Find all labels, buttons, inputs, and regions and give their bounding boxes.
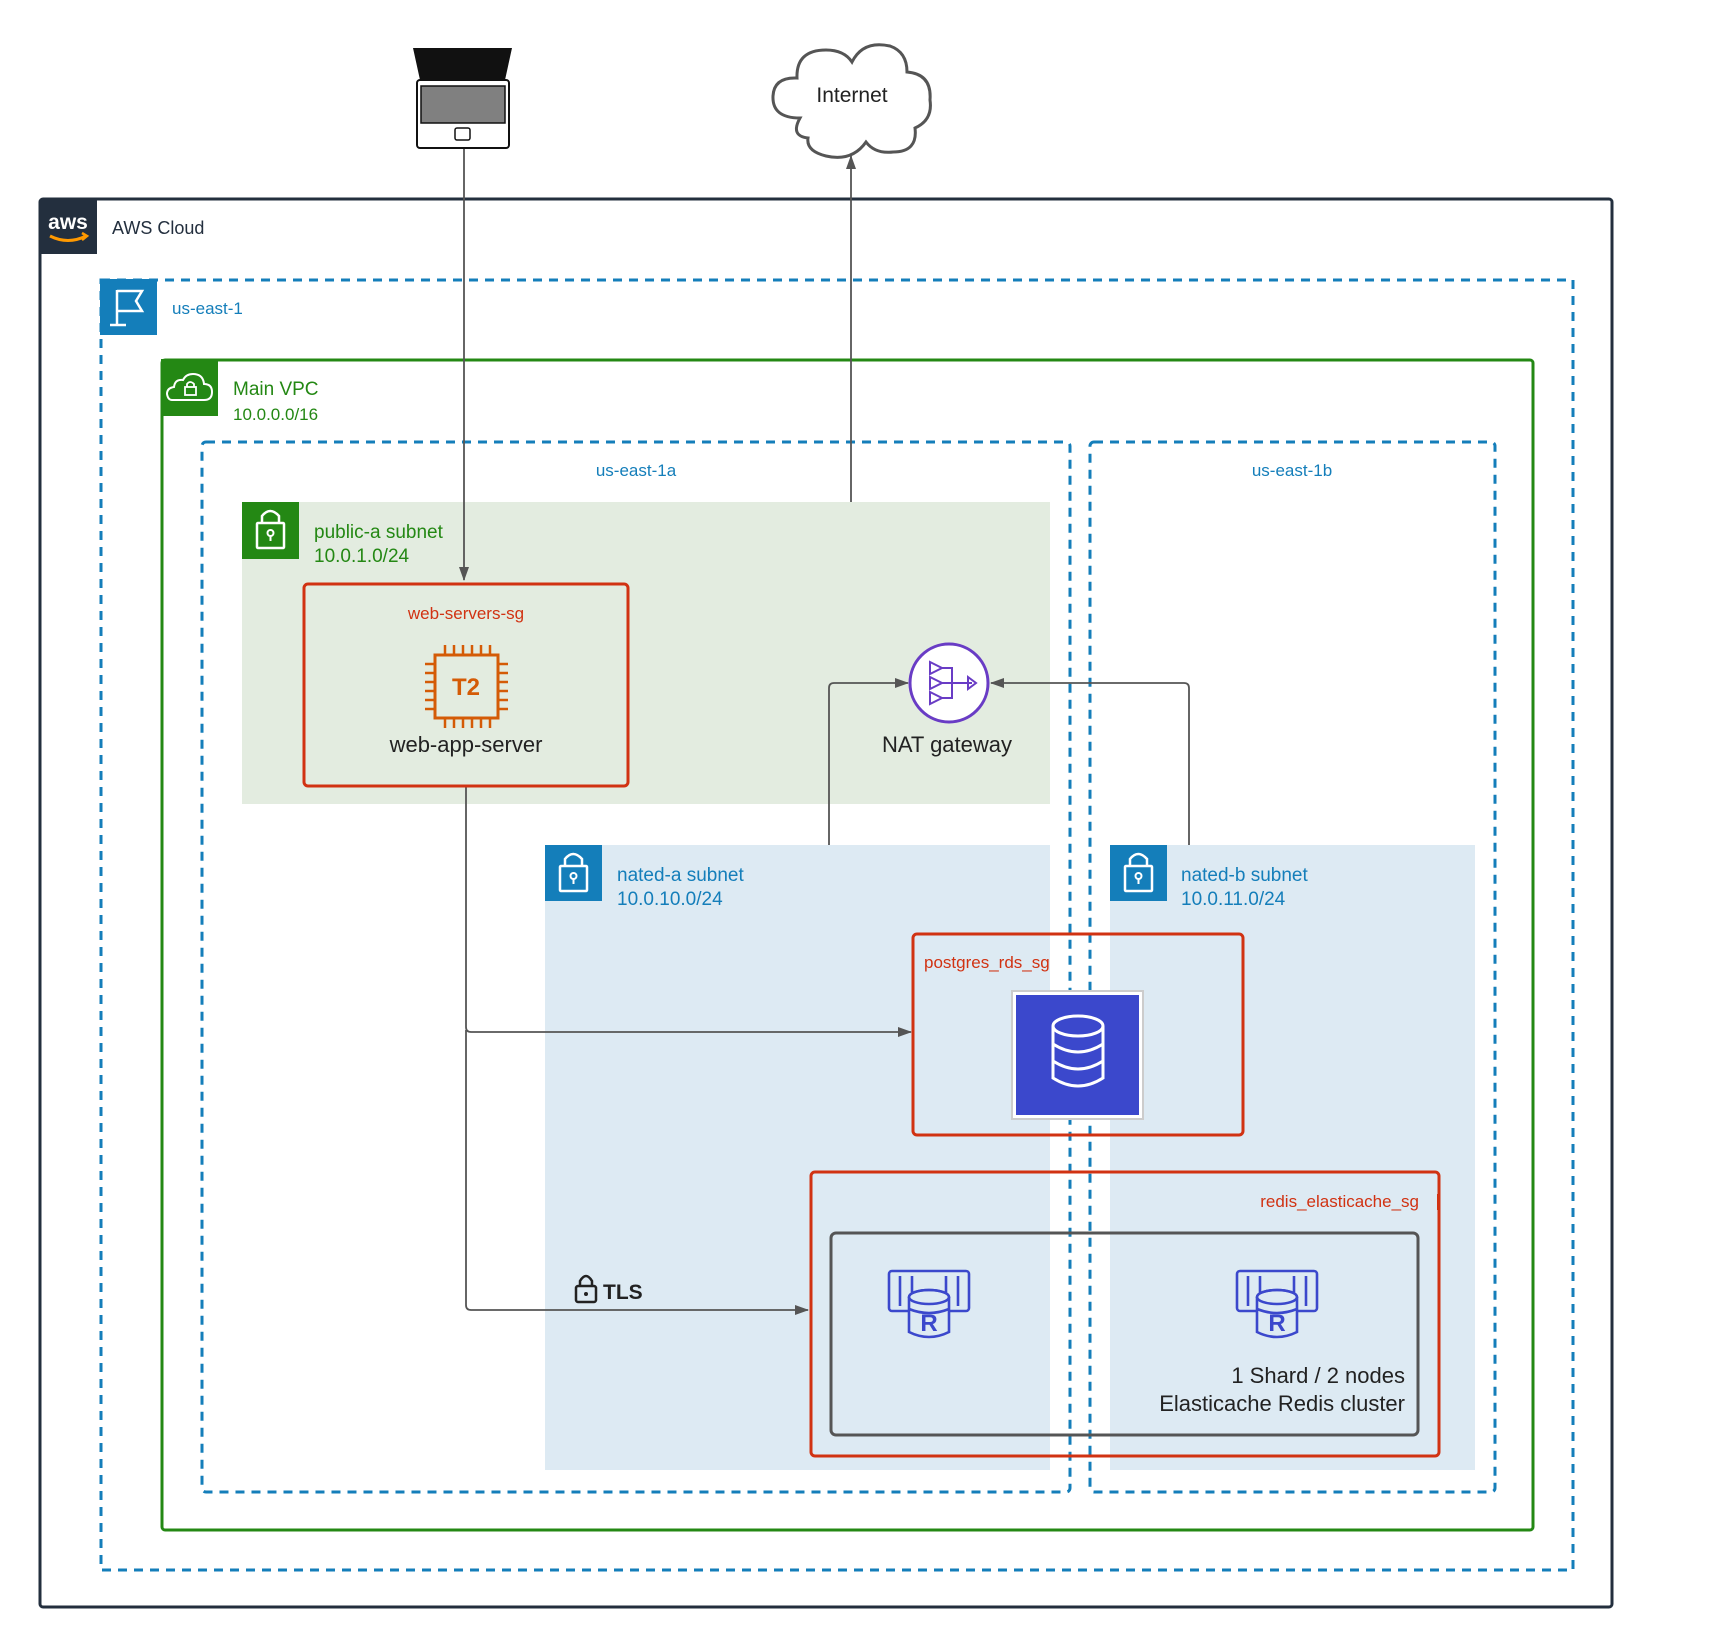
az-b-label: us-east-1b: [1252, 461, 1332, 480]
aws-cloud-group: aws AWS Cloud: [38, 197, 1614, 1609]
nated-a-subnet-cidr: 10.0.10.0/24: [617, 889, 723, 910]
nated-b-subnet-name: nated-b subnet: [1181, 865, 1308, 886]
edge-nated-b-to-nat: [990, 678, 1190, 845]
laptop-icon: [413, 48, 512, 149]
az-a-label: us-east-1a: [596, 461, 677, 480]
tls-lock-icon: [574, 1274, 598, 1304]
nat-gateway-label: NAT gateway: [882, 732, 1012, 757]
vpc-cloud-lock-icon: [161, 359, 218, 416]
web-servers-sg-label: web-servers-sg: [407, 604, 524, 623]
redis-cluster-group: 1 Shard / 2 nodes Elasticache Redis clus…: [829, 1231, 1420, 1437]
aws-cloud-label: AWS Cloud: [112, 218, 204, 238]
rds-database-icon: [1011, 990, 1144, 1120]
ec2-instance-icon: T2: [425, 645, 508, 728]
nated-b-subnet: nated-b subnet 10.0.11.0/24: [1110, 845, 1475, 1470]
nat-gateway-icon: [908, 642, 990, 724]
elasticache-redis-icon: R: [887, 1269, 971, 1339]
edge-web-to-postgres: [465, 786, 912, 1037]
nated-b-subnet-lock-icon: [1110, 845, 1167, 901]
tls-label: TLS: [603, 1281, 643, 1304]
edge-nated-a-to-nat: [828, 678, 909, 845]
vpc-group: Main VPC 10.0.0.0/16: [160, 358, 1535, 1532]
internet-label: Internet: [816, 84, 887, 107]
redis-cluster-border: [829, 1231, 1420, 1437]
az-a-border: [200, 440, 1072, 1494]
svg-text:R: R: [920, 1310, 937, 1337]
nated-a-subnet: nated-a subnet 10.0.10.0/24: [545, 845, 1050, 1470]
nated-b-subnet-cidr: 10.0.11.0/24: [1181, 889, 1286, 910]
public-a-subnet-cidr: 10.0.1.0/24: [314, 546, 410, 567]
redis-elasticache-sg: redis_elasticache_sg: [809, 1170, 1441, 1458]
web-servers-sg: web-servers-sg: [302, 582, 630, 788]
public-a-subnet-area: [242, 502, 1050, 804]
nated-a-subnet-name: nated-a subnet: [617, 865, 744, 886]
aws-cloud-border: [38, 197, 1614, 1609]
redis-elasticache-sg-label: redis_elasticache_sg: [1260, 1192, 1419, 1211]
public-subnet-lock-icon: [242, 502, 299, 559]
nated-a-subnet-lock-icon: [545, 845, 602, 901]
vpc-cidr: 10.0.0.0/16: [233, 405, 318, 424]
aws-logo-text: aws: [48, 211, 88, 234]
redis-cluster-label-line1: 1 Shard / 2 nodes: [1231, 1363, 1405, 1388]
nated-b-subnet-area: [1110, 845, 1475, 1470]
postgres-rds-sg-border: [911, 932, 1245, 1137]
region-border: [99, 278, 1575, 1572]
region-group: us-east-1: [99, 278, 1575, 1572]
elasticache-redis-icon-replica: R: [1235, 1269, 1319, 1339]
tls-label-group: TLS: [574, 1274, 643, 1304]
edge-web-to-redis-tls: [465, 1030, 809, 1315]
region-label: us-east-1: [172, 299, 243, 318]
ec2-instance-label: web-app-server: [389, 732, 543, 757]
az-us-east-1b: us-east-1b: [1088, 440, 1497, 1494]
nated-a-subnet-area: [545, 845, 1050, 1470]
internet-cloud-icon: Internet: [771, 43, 932, 159]
public-a-subnet: public-a subnet 10.0.1.0/24: [242, 502, 1050, 804]
aws-logo-icon: aws: [40, 199, 97, 254]
vpc-name: Main VPC: [233, 379, 319, 400]
az-b-border: [1088, 440, 1497, 1494]
vpc-border: [160, 358, 1535, 1532]
az-us-east-1a: us-east-1a: [200, 440, 1072, 1494]
ec2-chip-text: T2: [452, 674, 480, 701]
svg-text:R: R: [1268, 1310, 1285, 1337]
redis-cluster-label-line2: Elasticache Redis cluster: [1159, 1391, 1405, 1416]
public-a-subnet-name: public-a subnet: [314, 522, 444, 543]
web-servers-sg-border: [302, 582, 630, 788]
postgres-rds-sg-label: postgres_rds_sg: [924, 953, 1050, 972]
redis-elasticache-sg-border: [809, 1170, 1441, 1458]
postgres-rds-sg: postgres_rds_sg: [911, 932, 1245, 1137]
connectors: [459, 147, 1190, 1315]
region-flag-icon: [100, 279, 157, 335]
